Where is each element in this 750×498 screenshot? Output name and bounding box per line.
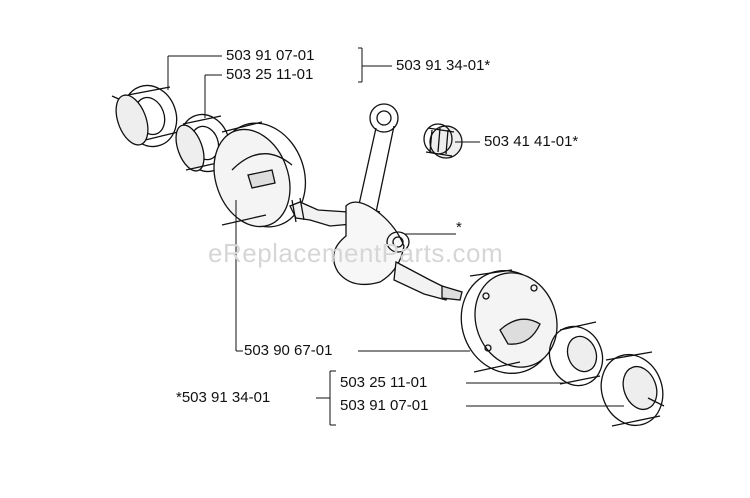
label-top-seal-ring: 503 91 07-01 xyxy=(226,47,315,64)
leader-lines xyxy=(167,47,624,426)
label-top-assembly: 503 91 34-01* xyxy=(396,57,491,74)
top-crank-half xyxy=(213,121,307,228)
top-ball-bearing xyxy=(175,113,231,173)
bottom-axis-line xyxy=(647,397,665,407)
watermark: eReplacementParts.com xyxy=(208,238,504,268)
connecting-rod xyxy=(355,103,399,223)
label-needle-bearing: 503 41 41-01* xyxy=(484,133,579,150)
label-bottom-assembly: *503 91 34-01 xyxy=(176,389,271,406)
bottom-ball-bearing xyxy=(548,321,604,387)
label-crankshaft: * xyxy=(456,219,462,236)
bottom-crank-half xyxy=(460,269,558,374)
label-top-ball-bearing: 503 25 11-01 xyxy=(226,66,314,83)
label-bottom-seal-ring: 503 91 07-01 xyxy=(340,397,429,414)
needle-bearing xyxy=(423,123,463,159)
label-crank-half: 503 90 67-01 xyxy=(244,342,333,359)
crankshaft xyxy=(289,197,463,301)
top-seal-ring xyxy=(115,84,179,148)
bottom-seal-ring xyxy=(600,351,664,427)
label-bottom-ball-bearing: 503 25 11-01 xyxy=(340,374,428,391)
